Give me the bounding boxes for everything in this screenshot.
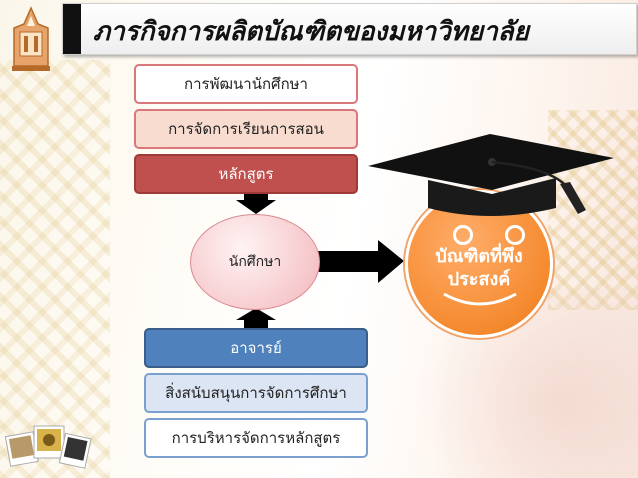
arrow-down-icon bbox=[236, 194, 276, 214]
student-ellipse: นักศึกษา bbox=[190, 214, 320, 310]
title-accent bbox=[63, 4, 81, 54]
slide-title: ภารกิจการผลิตบัณฑิตของมหาวิทยาลัย bbox=[93, 17, 529, 47]
graduate-label-line2: ประสงค์ bbox=[447, 269, 511, 290]
right-eye-icon bbox=[505, 225, 525, 245]
graduation-cap-icon bbox=[368, 134, 614, 216]
arrow-up-icon bbox=[236, 308, 276, 328]
box-education-support: สิ่งสนับสนุนการจัดการศึกษา bbox=[144, 373, 368, 413]
graduate-label-line1: บัณฑิตที่พึง bbox=[435, 246, 523, 267]
smile-icon bbox=[443, 292, 517, 306]
background-pattern-right bbox=[548, 110, 638, 310]
box-teacher: อาจารย์ bbox=[144, 328, 368, 368]
decorative-photos-icon bbox=[4, 425, 92, 469]
background-pattern-left bbox=[0, 60, 110, 478]
title-bar: ภารกิจการผลิตบัณฑิตของมหาวิทยาลัย bbox=[62, 3, 637, 55]
box-curriculum: หลักสูตร bbox=[134, 154, 358, 194]
graduate-label: บัณฑิตที่พึง ประสงค์ bbox=[405, 245, 553, 291]
box-teaching-management: การจัดการเรียนการสอน bbox=[134, 109, 358, 149]
box-curriculum-management: การบริหารจัดการหลักสูตร bbox=[144, 418, 368, 458]
university-logo-icon bbox=[12, 6, 50, 71]
left-eye-icon bbox=[453, 225, 473, 245]
arrow-right-icon bbox=[318, 240, 404, 283]
box-student-development: การพัฒนานักศึกษา bbox=[134, 64, 358, 104]
